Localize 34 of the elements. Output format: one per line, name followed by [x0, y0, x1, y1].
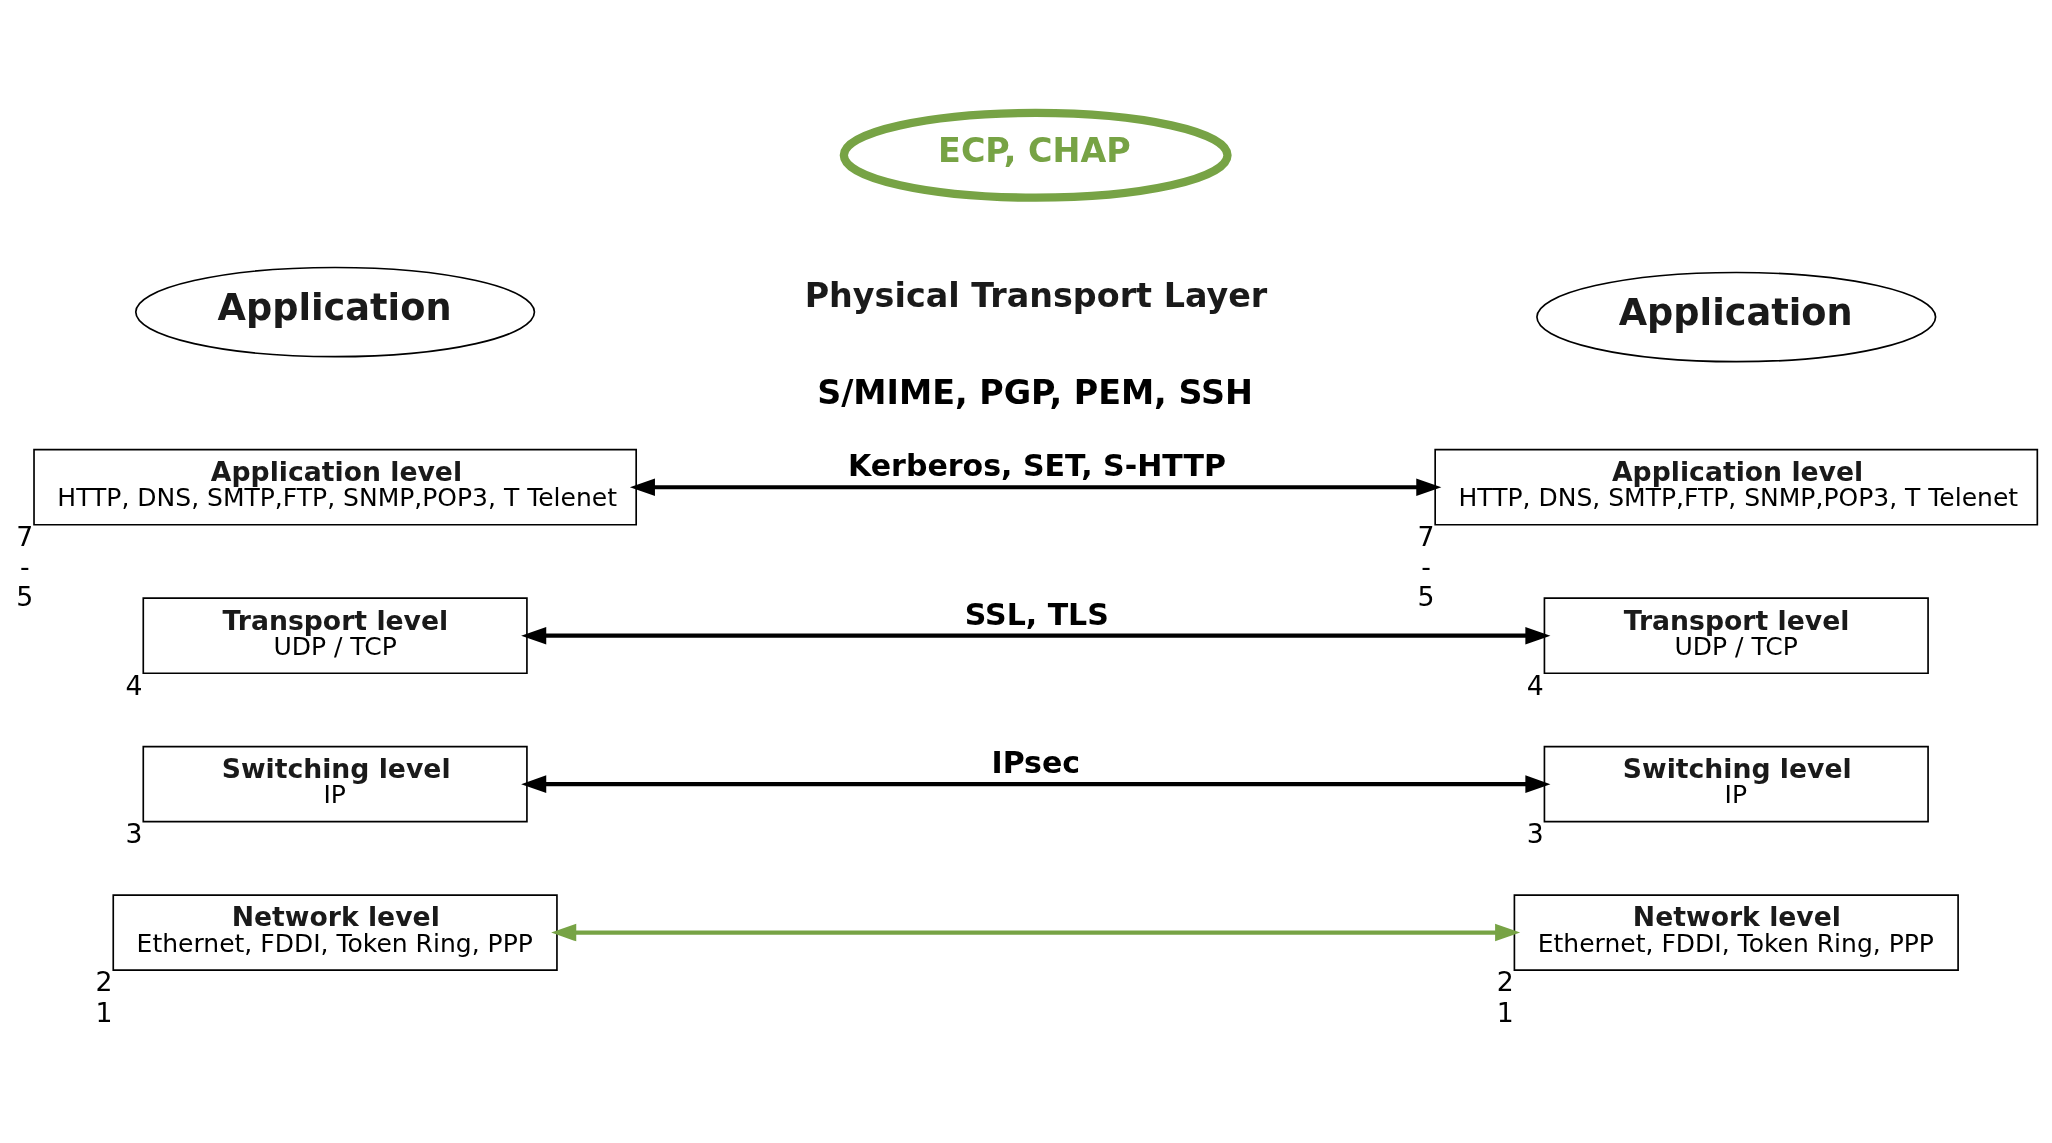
node-label: - — [1420, 551, 1431, 583]
node-box: Network level Ethernet, FDDI, Token Ring, PPP — [111, 894, 558, 971]
node-ellipse: ECP, CHAP — [839, 108, 1232, 202]
edge-label: IPsec — [990, 745, 1080, 781]
label: S/MIME, PGP, PEM, SSH — [816, 372, 1253, 412]
node-box: Switching level IP — [141, 745, 528, 823]
node-label: 4 — [1526, 669, 1544, 701]
node-ellipse: Application — [1535, 271, 1936, 363]
node-ellipse: Application — [134, 266, 535, 358]
edge-label: Kerberos, SET, S-HTTP — [847, 448, 1226, 484]
node-text: Physical Transport Layer — [804, 276, 1267, 316]
node-label: 5 — [15, 581, 33, 613]
node-box: Application level HTTP, DNS, SMTP,FTP, SNMP,POP3, T Telenet — [32, 448, 637, 526]
node-box: Application level HTTP, DNS, SMTP,FTP, SNMP,POP3, T Telenet — [1433, 448, 2038, 526]
node-box: Network level Ethernet, FDDI, Token Ring, PPP — [1513, 894, 1959, 971]
arrow — [520, 775, 1550, 793]
node-label: 7 — [15, 521, 33, 553]
node-label: 3 — [1526, 818, 1544, 850]
node-label: - — [19, 551, 30, 583]
node-label: 3 — [125, 818, 143, 850]
node-label: 4 — [125, 669, 143, 701]
node-label: 1 — [1496, 996, 1514, 1028]
node-box: Transport level UDP / TCP — [141, 597, 528, 675]
arrow — [520, 626, 1550, 645]
node-label: 2 — [1496, 966, 1514, 998]
arrow — [629, 478, 1441, 496]
arrow — [550, 923, 1520, 942]
edge-label: SSL, TLS — [964, 596, 1109, 632]
node-label: 5 — [1417, 581, 1434, 613]
node-label: 2 — [95, 966, 113, 998]
node-box: Transport level UDP / TCP — [1543, 597, 1929, 675]
node-label: 1 — [95, 996, 113, 1028]
node-box: Switching level IP — [1543, 745, 1929, 823]
node-label: 7 — [1417, 521, 1434, 553]
